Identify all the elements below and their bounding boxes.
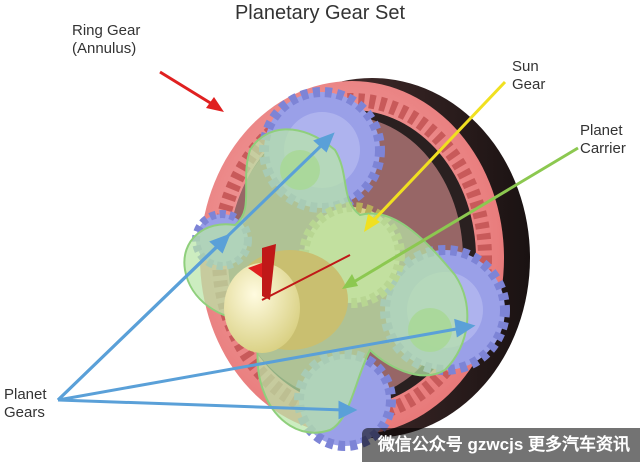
carrier-pin-top [280,150,320,190]
watermark: 微信公众号 gzwcjs 更多汽车资讯 [361,428,640,462]
diagram-title: Planetary Gear Set [234,2,406,24]
shaft-face [224,263,300,353]
ring-gear-arrow [159,70,224,112]
carrier-pin-right [408,308,452,352]
planet-carrier-label: Planet Carrier [580,122,626,158]
planet-carrier-label-line2: Carrier [580,140,626,157]
planet-carrier-label-line1: Planet [580,122,623,139]
sun-gear-label-line1: Sun [512,58,539,75]
planet-gears-arrows [56,132,476,420]
shaft-axis [261,254,351,301]
sun-gear-label: Sun Gear [512,58,545,94]
planet-gears-label-line1: Planet [4,386,47,403]
ring-gear-label: Ring Gear (Annulus) [72,22,140,58]
shaft-key [262,244,276,300]
planet-gears-label: Planet Gears [4,386,47,422]
ring-gear-label-line1: Ring Gear [72,22,141,39]
ring-gear-label-line2: (Annulus) [72,40,137,57]
sun-gear-arrow [364,80,507,232]
planet-carrier-arrow [342,146,579,289]
sun-gear-label-line2: Gear [512,76,546,93]
planet-gears-label-line2: Gears [4,404,45,421]
